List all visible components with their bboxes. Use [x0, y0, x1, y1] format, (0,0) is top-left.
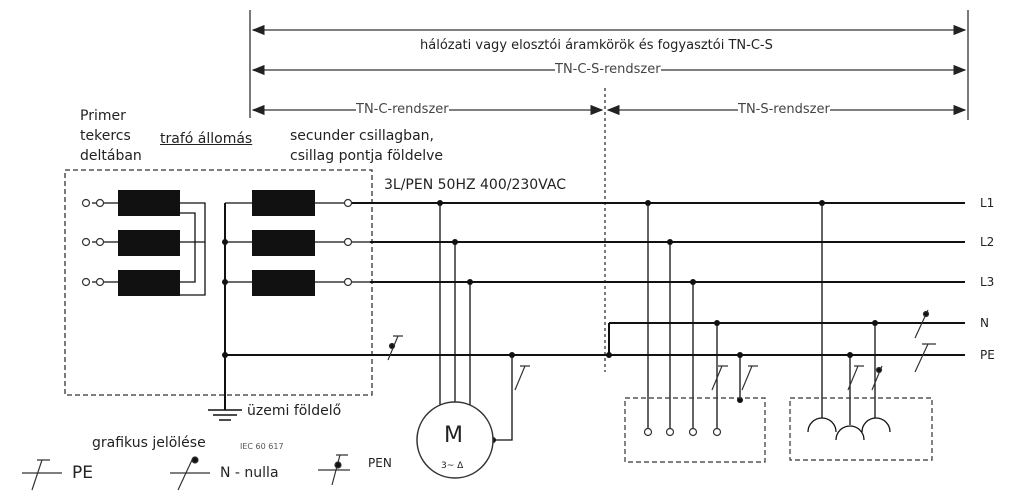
ground-icon [208, 409, 242, 421]
line-label-l3: L3 [980, 275, 995, 289]
primary-label: Primer tekercs deltában [80, 106, 142, 166]
secondary-line: csillag pontja földelve [290, 148, 443, 164]
legend-n-label: N - nulla [220, 465, 279, 481]
secondary-coil-3 [252, 270, 315, 296]
graphics-label: grafikus jelölése [92, 435, 206, 451]
primary-coil-1 [118, 190, 180, 216]
secondary-coil-2 [252, 230, 315, 256]
tns-label: TN-S-rendszer [738, 102, 830, 117]
legend-pen-label: PEN [368, 456, 392, 470]
motor-spec: 3~ Δ [441, 461, 464, 471]
primary-line: Primer [80, 108, 126, 124]
legend-n-icon [170, 459, 210, 491]
primary-line: tekercs [80, 128, 131, 144]
line-label-n: N [980, 316, 989, 330]
earth-label: üzemi földelő [247, 403, 342, 419]
legend-pe-icon [22, 459, 62, 491]
line-label-l2: L2 [980, 235, 995, 249]
station-label: trafó állomás [160, 131, 253, 147]
tnc-label: TN-C-rendszer [356, 102, 449, 117]
secondary-coil-1 [252, 190, 315, 216]
supply-label: 3L/PEN 50HZ 400/230VAC [384, 177, 566, 193]
load-box-1 [624, 397, 766, 463]
line-label-l1: L1 [980, 196, 995, 210]
motor-letter: M [444, 423, 463, 448]
standard-label: IEC 60 617 [240, 442, 284, 451]
motor-icon [416, 401, 494, 479]
tncs-label: TN-C-S-rendszer [555, 62, 661, 77]
primary-coil-3 [118, 270, 180, 296]
legend-pe-label: PE [72, 463, 93, 483]
line-label-pe: PE [980, 348, 995, 362]
legend-pen-icon [318, 454, 350, 486]
secondary-line: secunder csillagban, [290, 128, 434, 144]
primary-line: deltában [80, 148, 142, 164]
secondary-label: secunder csillagban, csillag pontja föld… [290, 126, 443, 166]
overall-label: hálózati vagy elosztói áramkörök és fogy… [420, 38, 773, 53]
load-box-2 [789, 397, 933, 461]
primary-coil-2 [118, 230, 180, 256]
